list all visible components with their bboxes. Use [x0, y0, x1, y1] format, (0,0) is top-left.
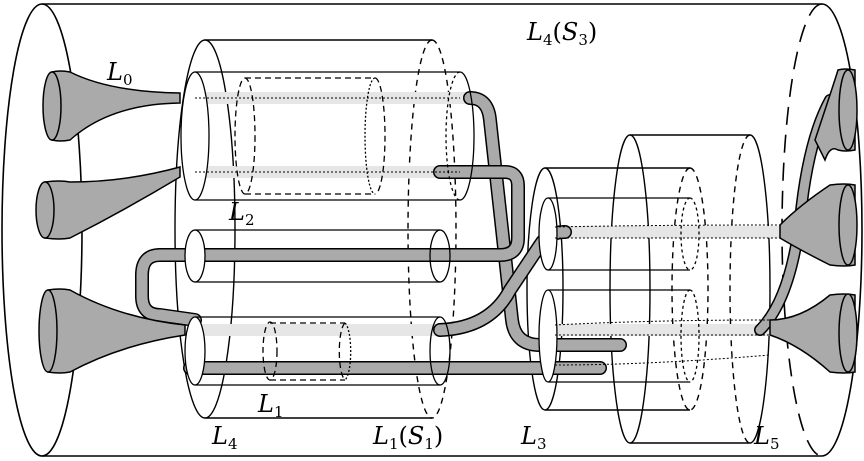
label-l2: L2 [229, 200, 254, 228]
label-l1s1-inner-main: S [407, 422, 425, 450]
label-l0: L0 [107, 60, 132, 88]
label-l0-main: L [107, 58, 123, 86]
label-l1-sub: 1 [273, 403, 284, 421]
left-trumpets [35, 70, 186, 374]
dotted-curves [554, 224, 781, 366]
label-l1s1-main: L [373, 422, 389, 450]
label-l5-main: L [754, 422, 770, 450]
label-l3-main: L [521, 422, 537, 450]
label-l2-main: L [229, 198, 245, 226]
label-l5: L5 [754, 424, 779, 452]
label-l4-s3: L4(S3) [527, 18, 598, 49]
label-l4: L4 [212, 424, 237, 452]
label-l3-sub: 3 [536, 435, 547, 453]
label-l4s3-inner-main: S [561, 18, 579, 46]
label-l1s1-sub: 1 [388, 435, 399, 453]
label-l1: L1 [258, 392, 283, 420]
label-l2-sub: 2 [244, 211, 255, 229]
label-l4s3-main: L [527, 18, 543, 46]
label-l1-main: L [258, 390, 274, 418]
label-l1s1-inner-sub: 1 [424, 435, 434, 453]
inner-cylinders-right [538, 197, 700, 383]
right-trumpets [769, 68, 858, 374]
label-l4s3-sub: 4 [542, 31, 553, 49]
right-cylinder [609, 134, 771, 444]
label-l4s3-inner-sub: 3 [578, 31, 588, 49]
label-l5-sub: 5 [769, 435, 780, 453]
label-l3: L3 [521, 424, 546, 452]
label-l0-sub: 0 [122, 71, 133, 89]
inner-cylinders-left [180, 71, 475, 386]
label-l1-s1: L1(S1) [373, 422, 444, 453]
label-l4-sub: 4 [227, 435, 238, 453]
label-l4-main: L [212, 422, 228, 450]
